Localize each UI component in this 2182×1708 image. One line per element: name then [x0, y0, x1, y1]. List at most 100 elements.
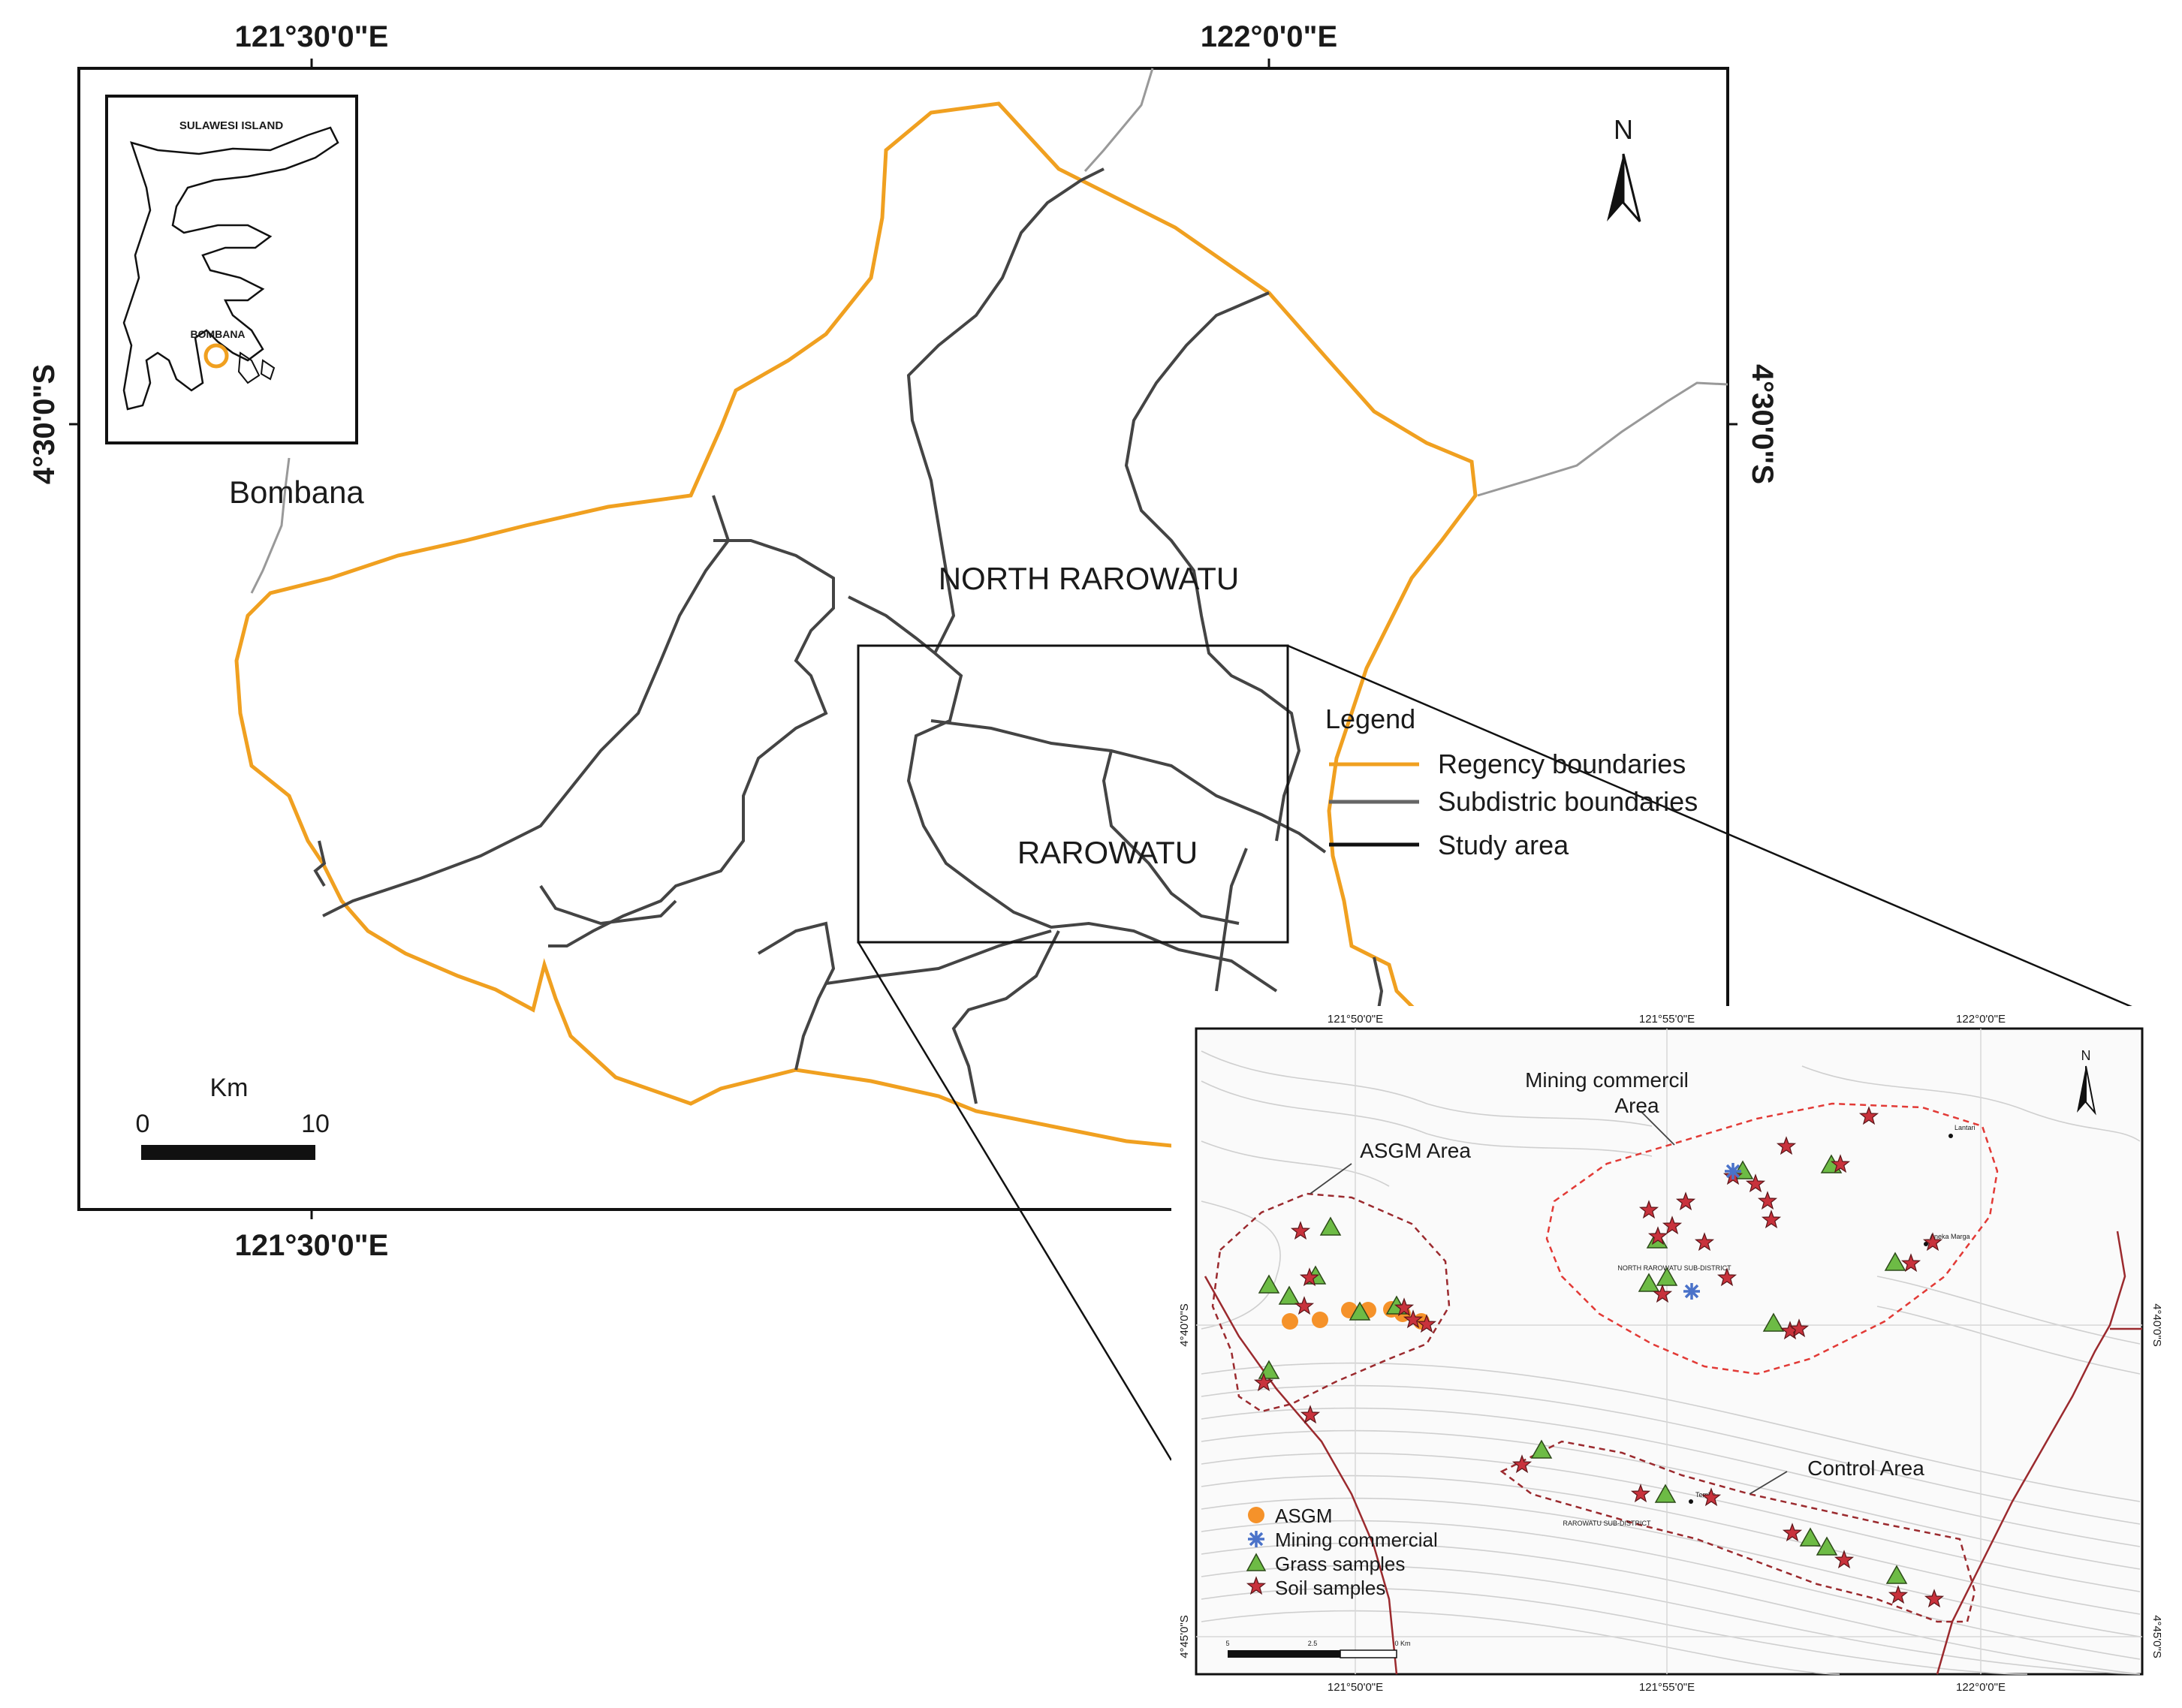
grass-sample-marker	[1258, 1274, 1280, 1294]
legend-label-subdistrict: Subdistric boundaries	[1438, 786, 1698, 817]
subdistrict-boundary-line	[951, 930, 1060, 1104]
detail-scale-label: 0 Km	[1394, 1640, 1410, 1647]
soil-sample-marker	[1394, 1297, 1415, 1317]
soil-sample-marker	[1782, 1523, 1803, 1542]
detail-lon-top-1: 121°50'0"E	[1328, 1013, 1383, 1026]
grass-sample-marker	[1656, 1267, 1678, 1286]
mining-commercial-marker	[1683, 1283, 1700, 1300]
road-line	[1477, 381, 1728, 497]
soil-sample-marker	[1888, 1585, 1909, 1604]
detail-map-frame	[1195, 1027, 2144, 1676]
svg-text:N: N	[1614, 114, 1633, 145]
grass-sample-marker	[1530, 1439, 1553, 1459]
detail-map: 121°50'0"E 121°55'0"E 122°0'0"E 121°50'0…	[1171, 1006, 2182, 1708]
village-label: Lantari	[1954, 1124, 1976, 1131]
detail-north-arrow-icon: N	[2077, 1048, 2096, 1116]
inset-island-outline	[122, 126, 339, 411]
main-scale-bar: Km 0 10	[136, 1074, 330, 1160]
soil-sample-marker	[1290, 1221, 1311, 1240]
inset-map: SULAWESI ISLAND BOMBANA	[105, 95, 358, 444]
subdistrict-boundary-line	[848, 595, 1278, 993]
subdistrict-boundary-line	[930, 719, 1327, 854]
grass-sample-marker	[1816, 1536, 1838, 1556]
soil-sample-marker	[1416, 1314, 1437, 1333]
asgm-marker	[1282, 1313, 1298, 1330]
village-label: Aneka Marga	[1930, 1233, 1970, 1240]
main-map: 121°30'0"E 122°0'0"E 121°30'0"E 4°30'0"S…	[28, 20, 2148, 1461]
village-marker	[1689, 1499, 1693, 1504]
subdistrict-boundary-line	[539, 884, 677, 926]
soil-sample-marker	[1834, 1550, 1855, 1569]
soil-sample-marker	[1900, 1253, 1921, 1273]
legend-soil-label: Soil samples	[1275, 1577, 1385, 1599]
detail-regency-boundary	[1204, 1276, 1398, 1675]
detail-lon-bottom-3: 122°0'0"E	[1956, 1681, 2006, 1694]
study-area-rect	[857, 644, 1289, 944]
legend-label-study-area: Study area	[1438, 830, 1569, 860]
regency-boundary	[234, 101, 1564, 1181]
soil-sample-marker	[1694, 1232, 1715, 1252]
leader-line	[1749, 1471, 1788, 1495]
soil-sample-marker	[1647, 1226, 1668, 1246]
soil-sample-marker	[1745, 1173, 1766, 1193]
detail-lat-right-1: 4°40'0"S	[2150, 1303, 2163, 1347]
detail-lon-bottom-2: 121°55'0"E	[1639, 1681, 1695, 1694]
detail-scale-label: 5	[1225, 1640, 1229, 1647]
grass-sample-marker	[1654, 1484, 1677, 1503]
detail-scale-label: 2.5	[1308, 1640, 1318, 1647]
subdistrict-boundary-line	[1215, 848, 1248, 992]
subdistrict-boundary-line	[757, 921, 836, 1071]
subdistrict-boundary-line	[825, 929, 1052, 985]
connector-line	[857, 941, 1173, 1461]
control-area-boundary	[1499, 1440, 1976, 1623]
inset-island-outline	[260, 359, 276, 381]
soil-sample-marker	[1652, 1284, 1673, 1303]
legend-mining-icon	[1248, 1531, 1264, 1547]
subdistrict-boundary-line	[906, 167, 1105, 654]
village-marker	[1948, 1134, 1953, 1138]
label-south-subdistrict: RAROWATU SUB-DISTRICT	[1563, 1520, 1651, 1527]
legend-grass-label: Grass samples	[1275, 1553, 1405, 1575]
soil-sample-marker	[1830, 1154, 1851, 1173]
soil-sample-marker	[1662, 1215, 1683, 1235]
sample-markers	[1253, 1106, 1945, 1608]
main-legend: Legend Regency boundaries Subdistric bou…	[1325, 703, 1698, 860]
soil-sample-marker	[1511, 1454, 1533, 1474]
grass-sample-marker	[1799, 1527, 1822, 1547]
grass-sample-marker	[1278, 1285, 1300, 1305]
soil-sample-marker	[1630, 1484, 1651, 1503]
detail-scale-bar: 5 2.5 0 Km	[1225, 1640, 1411, 1658]
soil-sample-marker	[1638, 1200, 1659, 1219]
soil-sample-marker	[1253, 1372, 1274, 1392]
subdistrict-boundary-line	[1102, 750, 1240, 925]
lat-label-left: 4°30'0"S	[28, 364, 61, 484]
subdistrict-boundary-line	[313, 840, 327, 887]
subdistrict-boundary-line	[322, 495, 731, 917]
legend-asgm-icon	[1248, 1507, 1264, 1523]
grass-sample-marker	[1884, 1252, 1906, 1271]
detail-lon-top-3: 122°0'0"E	[1956, 1013, 2006, 1026]
detail-lat-left-2: 4°45'0"S	[1178, 1615, 1191, 1658]
soil-sample-marker	[1701, 1487, 1722, 1507]
soil-sample-marker	[1675, 1191, 1696, 1211]
lon-label-top-left: 121°30'0"E	[235, 20, 389, 53]
soil-sample-marker	[1789, 1318, 1810, 1338]
subdistrict-boundary-line	[548, 539, 835, 947]
soil-sample-marker	[1922, 1232, 1943, 1252]
village-marker	[1924, 1242, 1928, 1246]
inset-island-outline	[237, 351, 261, 384]
legend-title: Legend	[1325, 703, 1415, 734]
legend-asgm-label: ASGM	[1275, 1505, 1333, 1527]
soil-sample-marker	[1858, 1106, 1879, 1125]
legend-soil-icon	[1246, 1576, 1267, 1595]
asgm-marker	[1312, 1312, 1328, 1328]
label-mining-area-1: Mining commercil	[1525, 1068, 1689, 1092]
scale-bar	[141, 1145, 315, 1160]
connector-line	[1287, 644, 2148, 1015]
road-line	[250, 457, 291, 594]
grass-sample-marker	[1638, 1273, 1660, 1292]
lon-label-bottom: 121°30'0"E	[235, 1229, 389, 1262]
label-mining-area-2: Area	[1614, 1094, 1659, 1117]
mining-commercial-marker	[1725, 1163, 1741, 1179]
